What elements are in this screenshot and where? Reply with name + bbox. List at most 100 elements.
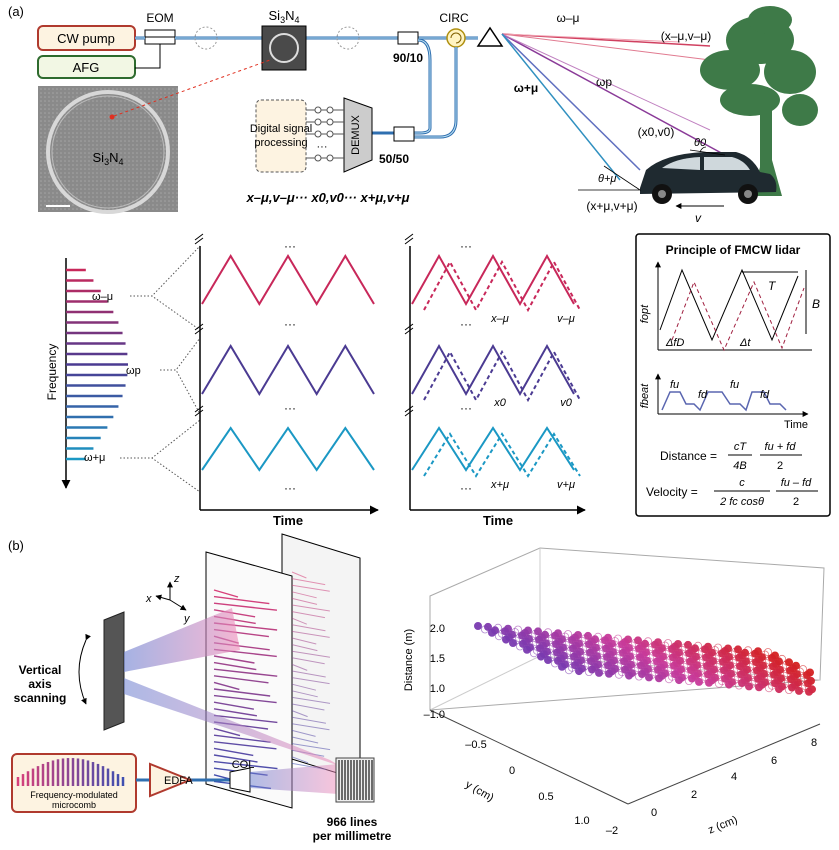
point — [565, 638, 574, 647]
point — [766, 664, 775, 673]
point — [537, 652, 546, 661]
comb-omega-plus: ω+μ — [84, 452, 105, 464]
projected-line-back — [291, 683, 317, 691]
point — [650, 660, 659, 669]
point — [566, 646, 575, 655]
point — [617, 659, 626, 668]
comb-leaders — [120, 245, 201, 493]
time-plot-right-label: Time — [483, 513, 513, 528]
point — [497, 629, 506, 638]
demux — [343, 97, 373, 173]
zoom-line — [113, 59, 271, 117]
point — [664, 639, 673, 648]
point — [801, 681, 810, 690]
period-label: T — [768, 279, 777, 293]
velocity-num: c — [739, 477, 745, 489]
point — [544, 656, 553, 665]
projected-line-back — [291, 677, 330, 685]
point — [599, 647, 608, 656]
projected-line-back — [291, 670, 326, 678]
axis-break — [194, 405, 204, 417]
point — [582, 642, 591, 651]
point — [675, 676, 684, 685]
point — [698, 647, 707, 656]
point — [480, 625, 489, 634]
delta-t-label: Δt — [739, 337, 751, 349]
comb-omega-minus: ω–μ — [92, 291, 113, 303]
point — [625, 671, 634, 680]
projected-line — [213, 694, 277, 704]
waveform-left-2 — [201, 426, 375, 472]
coupler-90-10 — [397, 31, 419, 45]
coupler-50-50-label: 50/50 — [379, 152, 409, 166]
fmcw-box — [635, 233, 831, 517]
point — [668, 672, 677, 681]
distance-num: cT — [734, 441, 748, 453]
collimated-beam — [250, 764, 338, 794]
point — [700, 664, 709, 673]
sem-marker — [109, 114, 115, 120]
microcomb-line2: microcomb — [52, 800, 96, 810]
point — [715, 652, 724, 661]
point — [548, 634, 557, 643]
microcomb-line1: Frequency-modulated — [30, 790, 118, 800]
point — [615, 643, 624, 652]
point — [684, 668, 693, 677]
point — [725, 680, 734, 689]
point — [532, 638, 541, 647]
waveform-right-rx-2 — [423, 432, 581, 478]
axis-x-label: x — [145, 593, 152, 605]
point — [615, 670, 624, 679]
axis-break — [194, 233, 204, 245]
projected-line — [213, 602, 278, 611]
point-cloud — [473, 622, 817, 696]
point — [666, 655, 675, 664]
scanning-line1: Vertical — [19, 663, 62, 677]
point — [785, 686, 794, 695]
point — [634, 664, 643, 673]
point — [581, 634, 590, 643]
velocity-formula-label: Velocity = — [646, 485, 698, 499]
point — [515, 634, 524, 643]
projected-line — [213, 714, 278, 724]
projected-line-back — [291, 690, 318, 698]
si3n4-chip-label: Si3N4 — [269, 8, 300, 25]
point — [568, 663, 577, 672]
z-tick-3: 1.0 — [430, 683, 445, 695]
afg-box — [37, 55, 136, 79]
projected-line-back — [291, 571, 307, 579]
x-tick-5: 6 — [771, 755, 777, 767]
fbeat-fd-2: fd — [760, 389, 770, 401]
waveform-right-tx-1 — [411, 343, 575, 397]
axis-break — [404, 233, 414, 245]
theta-plus-angle — [578, 165, 642, 191]
point — [614, 634, 623, 643]
projected-line — [213, 589, 239, 598]
edfa — [149, 762, 193, 798]
point — [508, 639, 517, 648]
projected-line-back — [291, 597, 318, 605]
time-left-dots-1: ··· — [284, 239, 296, 253]
point — [783, 669, 792, 678]
si3n4-chip — [261, 25, 307, 71]
projected-line — [213, 727, 241, 737]
y-tick-4: 1.0 — [574, 815, 589, 827]
velocity-den: 2 fc cosθ — [719, 496, 764, 508]
detector-dots: ··· — [317, 141, 328, 153]
projected-line-back — [291, 657, 325, 665]
delta-fd-label: ΔfD — [665, 337, 684, 349]
point — [565, 666, 574, 675]
microcomb-spectrum — [16, 758, 125, 786]
y-tick-2: 0 — [509, 765, 515, 777]
demux-label: DEMUX — [350, 114, 362, 154]
projected-line — [213, 655, 255, 664]
projected-line-back — [291, 663, 308, 671]
point — [501, 635, 510, 644]
point — [751, 677, 760, 686]
fbeat-trace — [661, 391, 787, 412]
point — [601, 663, 610, 672]
theta-zero-angle — [689, 146, 726, 156]
axis-z-label: z — [173, 573, 180, 585]
point — [595, 668, 604, 677]
y-tick-3: 0.5 — [538, 791, 553, 803]
